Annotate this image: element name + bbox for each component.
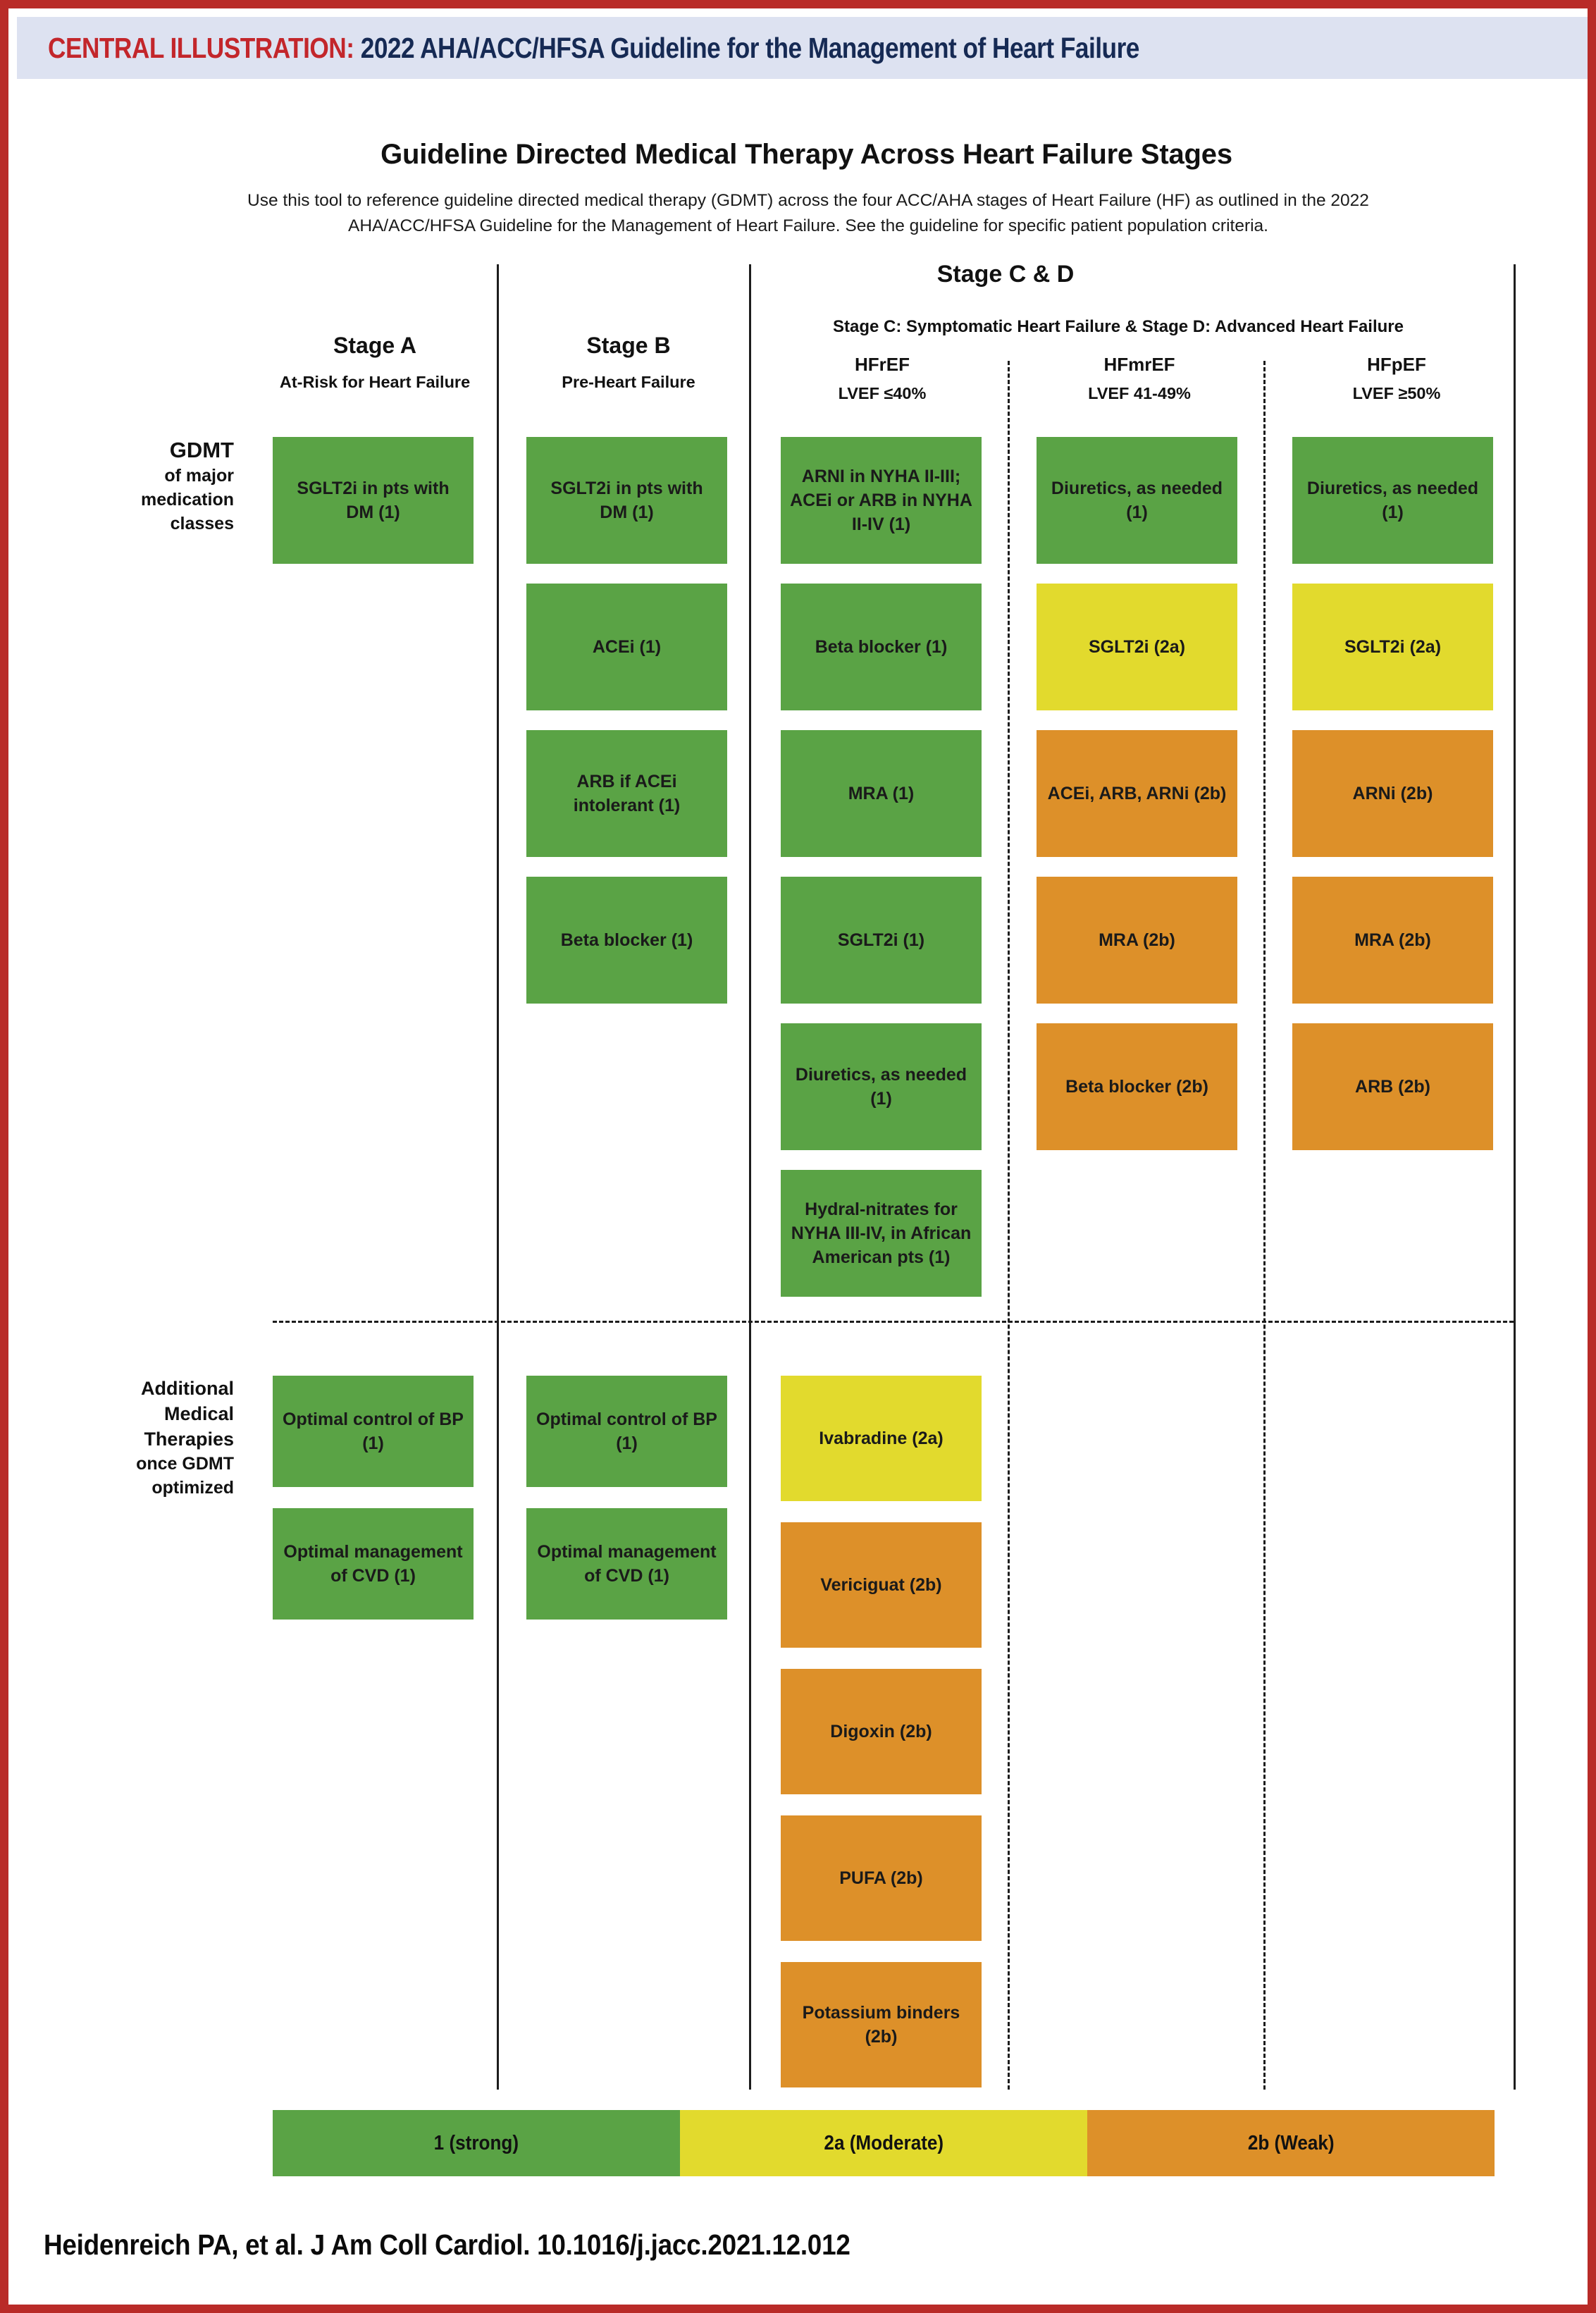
gdmt-box-hfmref-4[interactable]: Beta blocker (2b)	[1037, 1023, 1237, 1150]
legend-item-2a[interactable]: 2a (Moderate)	[680, 2110, 1087, 2176]
gdmt-box-hfref-3[interactable]: SGLT2i (1)	[781, 877, 982, 1004]
row-label-additional-line3: Therapies	[144, 1429, 234, 1450]
gdmt-box-hfpef-2[interactable]: ARNi (2b)	[1292, 730, 1493, 857]
header-band: CENTRAL ILLUSTRATION: 2022 AHA/ACC/HFSA …	[17, 17, 1588, 79]
header-eyebrow: CENTRAL ILLUSTRATION:	[48, 31, 354, 64]
page-description-line2: AHA/ACC/HFSA Guideline for the Managemen…	[348, 216, 1268, 235]
column-header-hfpef: HFpEF LVEF ≥50%	[1270, 354, 1523, 403]
page-title: Guideline Directed Medical Therapy Acros…	[381, 139, 1232, 170]
divider-hfref-hfmref	[1008, 361, 1010, 2090]
hfref-sub: LVEF ≤40%	[838, 384, 927, 402]
row-label-gdmt-line2: of major	[164, 466, 234, 486]
additional-box-stage-b-0[interactable]: Optimal control of BP (1)	[526, 1376, 727, 1487]
row-label-gdmt-line4: classes	[170, 514, 234, 533]
additional-box-hfref-2[interactable]: Digoxin (2b)	[781, 1669, 982, 1794]
divider-hfmref-hfpef	[1263, 361, 1266, 2090]
row-label-additional-line4: once GDMT	[136, 1454, 234, 1474]
gdmt-box-stage-b-3[interactable]: Beta blocker (1)	[526, 877, 727, 1004]
gdmt-box-stage-b-1[interactable]: ACEi (1)	[526, 584, 727, 710]
additional-box-stage-a-0[interactable]: Optimal control of BP (1)	[273, 1376, 474, 1487]
legend-item-2a-label: 2a (Moderate)	[824, 2131, 944, 2154]
row-label-additional: Additional Medical Therapies once GDMT o…	[37, 1376, 234, 1500]
page-description-line1: Use this tool to reference guideline dir…	[247, 191, 1369, 210]
additional-box-stage-b-1[interactable]: Optimal management of CVD (1)	[526, 1508, 727, 1620]
column-header-stage-b: Stage B Pre-Heart Failure	[502, 333, 755, 392]
legend-item-2b-label: 2b (Weak)	[1247, 2131, 1335, 2154]
gdmt-box-stage-b-0[interactable]: SGLT2i in pts with DM (1)	[526, 437, 727, 564]
gdmt-box-hfref-5[interactable]: Hydral-nitrates for NYHA III-IV, in Afri…	[781, 1170, 982, 1297]
additional-box-stage-a-1[interactable]: Optimal management of CVD (1)	[273, 1508, 474, 1620]
header-title: 2022 AHA/ACC/HFSA Guideline for the Mana…	[360, 31, 1140, 64]
divider-cd-right-edge	[1514, 264, 1516, 2090]
hfpef-sub: LVEF ≥50%	[1352, 384, 1441, 402]
column-header-hfmref: HFmrEF LVEF 41-49%	[1013, 354, 1266, 403]
row-label-additional-line2: Medical	[163, 1403, 234, 1424]
stage-cd-name: Stage C & D	[936, 261, 1075, 288]
additional-box-hfref-4[interactable]: Potassium binders (2b)	[781, 1962, 982, 2087]
hfmref-name: HFmrEF	[1103, 354, 1175, 375]
column-header-hfref: HFrEF LVEF ≤40%	[755, 354, 1009, 403]
row-label-additional-line5: optimized	[151, 1478, 234, 1498]
gdmt-box-stage-a-0[interactable]: SGLT2i in pts with DM (1)	[273, 437, 474, 564]
row-label-gdmt-line3: medication	[141, 490, 234, 510]
additional-box-hfref-3[interactable]: PUFA (2b)	[781, 1815, 982, 1941]
stage-cd-sub: Stage C: Symptomatic Heart Failure & Sta…	[833, 317, 1404, 336]
citation: Heidenreich PA, et al. J Am Coll Cardiol…	[44, 2228, 850, 2261]
gdmt-box-hfmref-3[interactable]: MRA (2b)	[1037, 877, 1237, 1004]
gdmt-box-hfmref-2[interactable]: ACEi, ARB, ARNi (2b)	[1037, 730, 1237, 857]
legend-item-1[interactable]: 1 (strong)	[273, 2110, 680, 2176]
hfref-name: HFrEF	[855, 354, 910, 375]
stage-a-name: Stage A	[333, 333, 416, 358]
gdmt-box-hfpef-0[interactable]: Diuretics, as needed (1)	[1292, 437, 1493, 564]
gdmt-box-hfref-4[interactable]: Diuretics, as needed (1)	[781, 1023, 982, 1150]
stage-b-name: Stage B	[586, 333, 671, 358]
gdmt-box-hfref-1[interactable]: Beta blocker (1)	[781, 584, 982, 710]
hfpef-name: HFpEF	[1367, 354, 1426, 375]
row-label-gdmt-line1: GDMT	[169, 438, 234, 462]
divider-stage-b-cd	[749, 264, 751, 2090]
column-header-stage-a: Stage A At-Risk for Heart Failure	[248, 333, 502, 392]
gdmt-box-hfref-0[interactable]: ARNI in NYHA II-III; ACEi or ARB in NYHA…	[781, 437, 982, 564]
divider-stage-a-b	[497, 264, 499, 2090]
legend: 1 (strong) 2a (Moderate) 2b (Weak)	[273, 2110, 1495, 2176]
hfmref-sub: LVEF 41-49%	[1088, 384, 1191, 402]
gdmt-box-stage-b-2[interactable]: ARB if ACEi intolerant (1)	[526, 730, 727, 857]
gdmt-box-hfref-2[interactable]: MRA (1)	[781, 730, 982, 857]
additional-box-hfref-0[interactable]: Ivabradine (2a)	[781, 1376, 982, 1501]
header-title-line: CENTRAL ILLUSTRATION: 2022 AHA/ACC/HFSA …	[48, 32, 1139, 65]
stage-a-sub: At-Risk for Heart Failure	[279, 373, 471, 391]
gdmt-box-hfmref-0[interactable]: Diuretics, as needed (1)	[1037, 437, 1237, 564]
row-label-gdmt: GDMT of major medication classes	[51, 437, 234, 536]
divider-gdmt-additional	[273, 1321, 1514, 1323]
legend-item-1-label: 1 (strong)	[433, 2131, 519, 2154]
gdmt-box-hfmref-1[interactable]: SGLT2i (2a)	[1037, 584, 1237, 710]
gdmt-box-hfpef-1[interactable]: SGLT2i (2a)	[1292, 584, 1493, 710]
legend-item-2b[interactable]: 2b (Weak)	[1087, 2110, 1495, 2176]
gdmt-box-hfpef-4[interactable]: ARB (2b)	[1292, 1023, 1493, 1150]
gdmt-box-hfpef-3[interactable]: MRA (2b)	[1292, 877, 1493, 1004]
additional-box-hfref-1[interactable]: Vericiguat (2b)	[781, 1522, 982, 1648]
row-label-additional-line1: Additional	[141, 1378, 234, 1399]
stage-b-sub: Pre-Heart Failure	[562, 373, 695, 391]
page-description: Use this tool to reference guideline dir…	[121, 188, 1495, 239]
